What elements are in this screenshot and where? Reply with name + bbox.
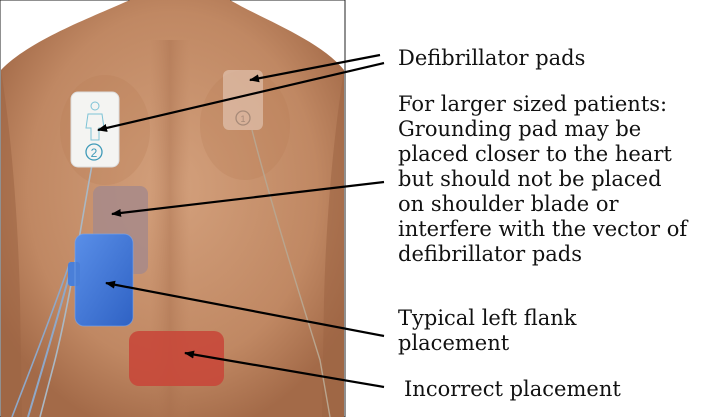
label-line: placed closer to the heart [398, 142, 687, 167]
label-incorrect-placement: Incorrect placement [404, 377, 621, 402]
incorrect-placement-pad [129, 331, 224, 386]
typical-grounding-pad [68, 234, 133, 326]
label-line: interfere with the vector of [398, 217, 687, 242]
label-line: placement [398, 331, 577, 356]
label-line: but should not be placed [398, 167, 687, 192]
label-line: defibrillator pads [398, 242, 687, 267]
label-line: For larger sized patients: [398, 92, 687, 117]
label-line: Grounding pad may be [398, 117, 687, 142]
label-line: on shoulder blade or [398, 192, 687, 217]
back-pad-number: 2 [91, 146, 98, 160]
label-larger-patients: For larger sized patients: Grounding pad… [398, 92, 687, 267]
front-pad-number: 1 [240, 114, 245, 124]
label-defibrillator-pads: Defibrillator pads [398, 46, 585, 71]
label-typical-flank: Typical left flank placement [398, 306, 577, 356]
back-defib-pad: 2 [71, 92, 119, 167]
label-line: Typical left flank [398, 306, 577, 331]
